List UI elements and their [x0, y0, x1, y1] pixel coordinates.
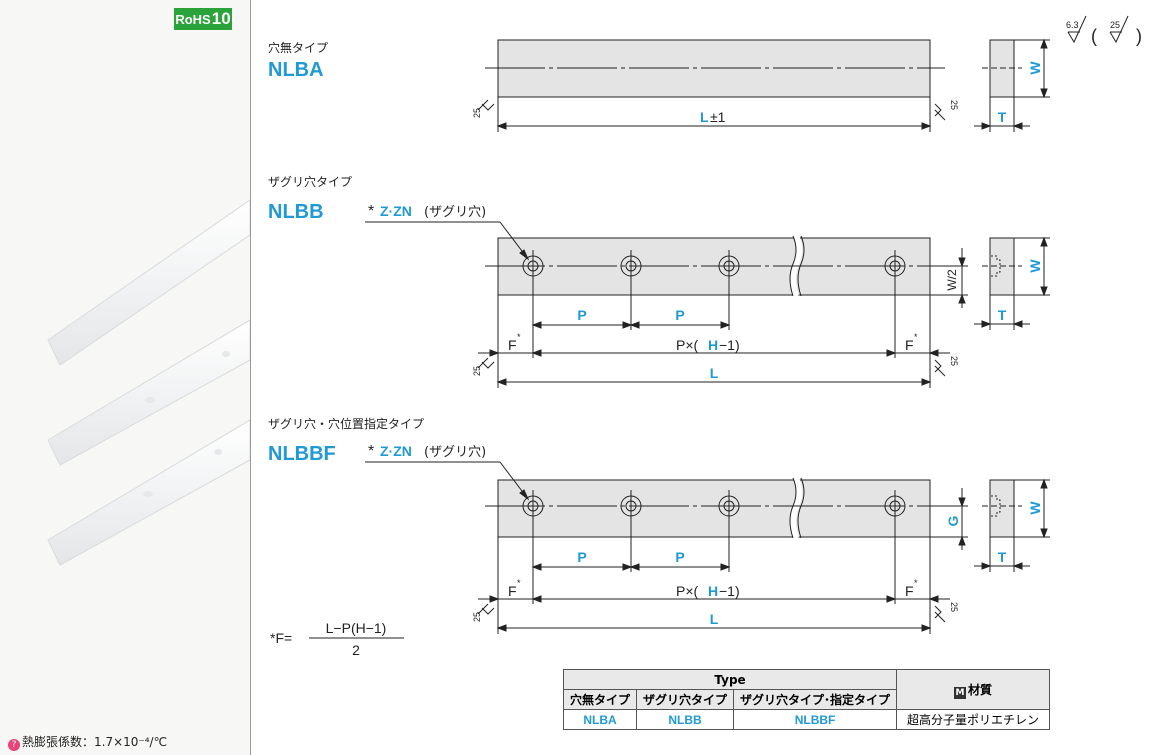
counterbore-hole [214, 449, 222, 455]
nlbbf-bar-front [497, 479, 931, 538]
roughness-label: 25 [472, 366, 482, 376]
paren-open: ( [1091, 26, 1097, 46]
nlba-drawing [477, 38, 1050, 132]
dim-P: P [675, 549, 684, 565]
thermal-expansion-text: 熱膨張係数：1.7×10⁻⁴/℃ [22, 735, 168, 749]
dim-F-star: * [914, 578, 918, 588]
dim-G: G [945, 515, 961, 526]
surface-roughness-symbol [1067, 15, 1129, 44]
callout-paren: (ザグリ穴) [424, 205, 486, 220]
product-photo [47, 199, 250, 566]
dim-PxH-post: −1) [719, 337, 740, 353]
dim-L: L [700, 109, 709, 125]
nlbbf-drawing [365, 461, 1050, 634]
material-icon: M [954, 686, 967, 699]
code-nlba: NLBA [562, 709, 638, 730]
roughness-label: 25 [949, 356, 959, 366]
type-header: Type [562, 669, 898, 690]
roughness-25: 25 [1110, 20, 1120, 30]
dim-W: W [1027, 259, 1043, 273]
col-header-nlbb: ザグリ穴タイプ [636, 689, 735, 710]
nlbbf-bar-side [989, 479, 1015, 538]
technical-drawing: 6.3 ( 25 ) 穴無タイプ NLBA L ±1 W T 25 25 ザグリ… [268, 15, 1142, 658]
counterbore-hole [884, 250, 906, 282]
dim-F: F [508, 337, 517, 353]
nlbbf-code: NLBBF [268, 443, 336, 465]
nlbb-code: NLBB [268, 201, 324, 223]
info-icon: ? [8, 739, 20, 751]
nlbb-type-name: ザグリ穴タイプ [268, 174, 352, 189]
dim-W2: W/2 [945, 269, 959, 291]
dim-PxH-pre: P×( [676, 583, 699, 599]
callout-star: * [368, 443, 374, 460]
material-header-label: 材質 [968, 682, 993, 697]
nlba-code: NLBA [268, 59, 324, 81]
counterbore-hole [884, 490, 906, 522]
dim-F: F [508, 583, 517, 599]
dim-L: L [710, 611, 719, 627]
dim-H: H [708, 583, 718, 599]
dim-PxH-pre: P×( [676, 337, 699, 353]
dim-T: T [998, 549, 1007, 565]
dim-F: F [905, 337, 914, 353]
dim-PxH-post: −1) [719, 583, 740, 599]
dim-L: L [710, 365, 719, 381]
dim-P: P [577, 549, 586, 565]
rohs-number: 10 [211, 9, 231, 28]
col-header-nlbbf: ザグリ穴タイプ･指定タイプ [733, 689, 898, 710]
roughness-6-3: 6.3 [1066, 20, 1079, 30]
paren-close: ) [1136, 26, 1142, 46]
nlbb-drawing [365, 221, 1050, 388]
counterbore-hole [143, 491, 153, 497]
code-nlbbf: NLBBF [733, 709, 898, 730]
roughness-label: 25 [949, 602, 959, 612]
formula-denominator: 2 [352, 642, 360, 658]
callout-paren: (ザグリ穴) [424, 445, 486, 460]
product-bar [47, 199, 250, 366]
dim-P: P [577, 307, 586, 323]
dim-L-tolerance: ±1 [710, 109, 726, 125]
counterbore-hole [522, 490, 544, 522]
rohs-text: RoHS [175, 11, 211, 27]
counterbore-hole [718, 250, 740, 282]
product-bar [47, 319, 250, 466]
counterbore-hole [620, 250, 642, 282]
counterbore-hole [145, 397, 155, 403]
dim-F-star: * [517, 332, 521, 342]
counterbore-hole [222, 351, 230, 357]
dim-W: W [1027, 501, 1043, 515]
dim-T: T [998, 109, 1007, 125]
callout-zzn: Z·ZN [380, 443, 412, 459]
callout-star: * [368, 203, 374, 220]
dim-F-star: * [517, 578, 521, 588]
code-nlbb: NLBB [636, 709, 735, 730]
dim-W: W [1027, 61, 1043, 75]
dim-P: P [675, 307, 684, 323]
dim-F-star: * [914, 332, 918, 342]
callout-zzn: Z·ZN [380, 203, 412, 219]
counterbore-hole [718, 490, 740, 522]
counterbore-hole [522, 250, 544, 282]
material-value: 超高分子量ポリエチレン [896, 709, 1051, 730]
dim-H: H [708, 337, 718, 353]
nlba-type-name: 穴無タイプ [268, 40, 328, 55]
roughness-label: 25 [472, 108, 482, 118]
roughness-label: 25 [472, 612, 482, 622]
dim-T: T [998, 307, 1007, 323]
dim-F: F [905, 583, 914, 599]
formula-numerator: L−P(H−1) [326, 620, 387, 636]
thermal-expansion-note: ?熱膨張係数：1.7×10⁻⁴/℃ [8, 733, 167, 751]
counterbore-hole [620, 490, 642, 522]
col-header-nlba: 穴無タイプ [562, 689, 638, 710]
roughness-label: 25 [949, 100, 959, 110]
nlbbf-type-name: ザグリ穴・穴位置指定タイプ [268, 416, 424, 431]
formula-lhs: *F= [270, 630, 292, 646]
